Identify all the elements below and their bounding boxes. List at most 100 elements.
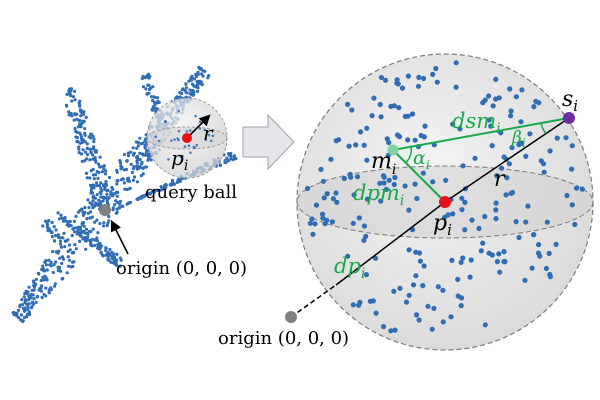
- cloud-point: [377, 101, 383, 108]
- cloud-point: [34, 277, 39, 281]
- cloud-point: [57, 217, 62, 221]
- cloud-point: [223, 158, 227, 163]
- cloud-point: [153, 106, 157, 110]
- cloud-point: [95, 239, 100, 243]
- cloud-point: [433, 65, 439, 72]
- big-r-label: r: [494, 167, 506, 192]
- small-radius-arrow: [186, 114, 211, 139]
- cloud-point: [462, 199, 468, 205]
- cloud-point: [494, 173, 500, 179]
- cloud-point: [397, 285, 403, 291]
- cloud-point: [416, 74, 422, 80]
- cloud-point: [75, 117, 79, 121]
- cloud-point: [135, 161, 139, 165]
- cloud-point: [54, 250, 58, 254]
- cloud-point: [124, 167, 129, 172]
- cloud-point: [412, 181, 418, 187]
- cloud-point: [113, 192, 117, 196]
- cloud-point: [83, 133, 87, 137]
- cloud-point: [453, 60, 459, 66]
- cloud-point: [96, 242, 100, 246]
- cloud-point: [380, 173, 387, 179]
- cloud-point: [507, 86, 513, 92]
- cloud-point: [149, 158, 153, 162]
- cloud-point: [361, 237, 367, 243]
- cloud-point: [405, 137, 411, 143]
- cloud-point: [509, 144, 515, 151]
- cloud-point: [91, 199, 95, 203]
- cloud-point: [409, 111, 416, 117]
- cloud-point: [391, 288, 397, 294]
- cloud-point: [119, 178, 124, 182]
- cloud-point: [324, 217, 330, 223]
- cloud-point: [102, 224, 106, 228]
- cloud-point: [140, 76, 144, 81]
- cloud-point: [104, 253, 108, 257]
- cloud-point: [537, 253, 543, 259]
- cloud-point: [23, 315, 27, 319]
- cloud-point: [98, 165, 102, 169]
- cloud-point: [115, 252, 119, 256]
- cloud-point: [91, 183, 95, 187]
- cloud-point: [79, 114, 83, 118]
- cloud-point: [114, 199, 118, 203]
- cloud-point: [440, 287, 446, 293]
- cloud-point: [95, 203, 99, 207]
- cloud-point: [60, 261, 64, 266]
- cloud-point: [125, 202, 129, 206]
- cloud-point: [173, 138, 176, 141]
- cloud-point: [187, 79, 191, 83]
- cloud-point: [356, 215, 362, 221]
- cloud-point: [138, 151, 142, 155]
- cloud-point: [21, 306, 26, 311]
- cloud-point: [501, 249, 507, 255]
- cloud-point: [543, 265, 550, 272]
- cloud-point: [102, 195, 106, 199]
- cloud-point: [41, 224, 45, 228]
- cloud-point: [493, 216, 499, 222]
- cloud-point: [155, 101, 160, 105]
- bottom-origin-point: [285, 311, 297, 323]
- cloud-point: [63, 245, 67, 249]
- cloud-point: [333, 190, 339, 196]
- cloud-point: [144, 133, 148, 137]
- cloud-point: [378, 74, 384, 81]
- cloud-point: [85, 146, 89, 150]
- cloud-point: [75, 136, 79, 140]
- cloud-point: [93, 220, 97, 224]
- cloud-point: [304, 185, 311, 192]
- m-label: mi: [371, 149, 396, 178]
- cloud-point: [394, 77, 400, 83]
- cloud-point: [453, 84, 459, 90]
- cloud-point: [105, 192, 109, 196]
- cloud-point: [480, 100, 486, 106]
- cloud-point: [449, 257, 455, 263]
- cloud-point: [489, 143, 495, 149]
- cloud-point: [513, 94, 520, 100]
- cloud-point: [349, 107, 355, 113]
- cloud-point: [455, 276, 461, 282]
- cloud-point: [61, 236, 65, 240]
- cloud-point: [73, 112, 77, 116]
- cloud-point: [109, 260, 113, 264]
- cloud-point: [184, 86, 188, 90]
- cloud-point: [192, 77, 196, 81]
- cloud-point: [42, 269, 46, 273]
- cloud-point: [89, 183, 93, 187]
- cloud-point: [89, 230, 93, 234]
- cloud-point: [49, 260, 53, 265]
- cloud-point: [67, 243, 72, 247]
- cloud-point: [126, 154, 131, 158]
- cloud-point: [111, 208, 115, 212]
- cloud-point: [140, 160, 144, 165]
- cloud-point: [370, 298, 376, 304]
- alpha-arc: [405, 146, 412, 164]
- cloud-point: [22, 295, 26, 299]
- cloud-point: [108, 247, 112, 252]
- cloud-point: [536, 242, 542, 248]
- cloud-point: [395, 132, 401, 138]
- cloud-point: [153, 95, 157, 99]
- cloud-point: [231, 158, 235, 162]
- cloud-point: [45, 223, 50, 227]
